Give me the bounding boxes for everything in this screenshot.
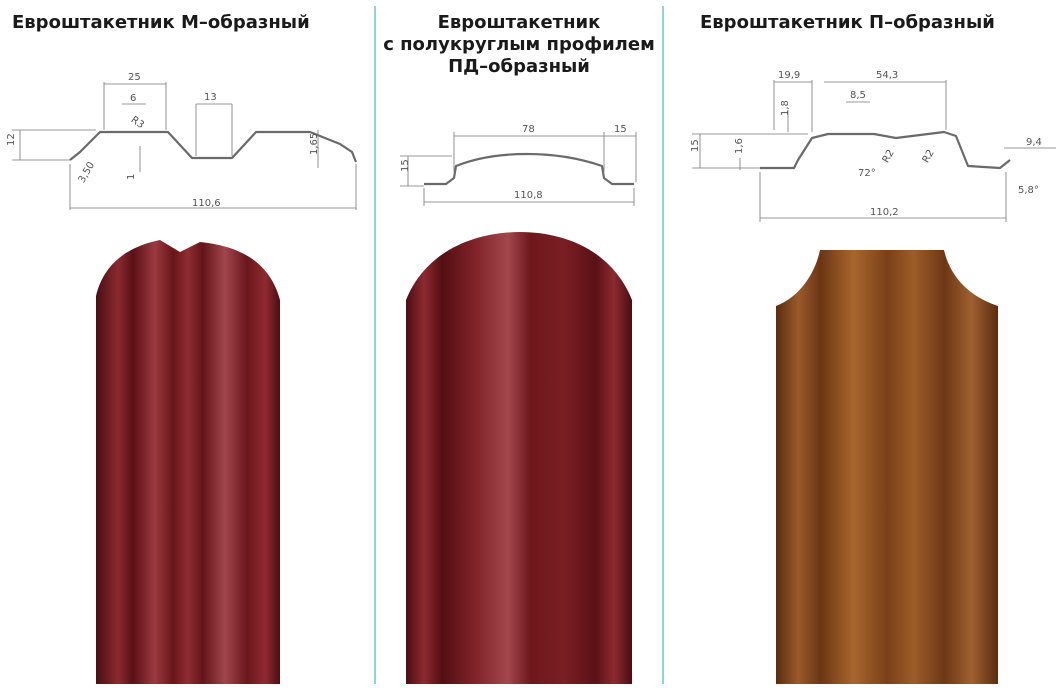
dim-gap: 13: [204, 92, 217, 103]
product-m-shaped: Евроштакетник М–образный 25 6 R3 13 12 1…: [0, 0, 374, 697]
pd-profile-drawing: 78 15 15 110,8: [400, 124, 637, 206]
dim-inner: 1: [126, 174, 137, 180]
dim-top: 6: [130, 93, 136, 104]
p-picket-image: [776, 250, 998, 684]
dim-flange: 9,4: [1026, 137, 1042, 148]
product-title: Евроштакетник М–образный: [12, 12, 310, 33]
dim-angle: 72°: [858, 168, 876, 179]
dim-flange: 15: [614, 124, 627, 135]
dim-middle: 54,3: [876, 70, 898, 81]
dim-edge: 1,65: [309, 133, 320, 155]
p-profile-drawing: 19,9 54,3 8,5 1,8 15 1,6 72° R2 R2 9,4 5…: [690, 70, 1056, 222]
dim-total: 110,6: [192, 198, 221, 209]
m-profile-drawing: 25 6 R3 13 12 1,65 1 3,50 110,6: [6, 72, 358, 210]
dim-height: 12: [6, 133, 17, 146]
product-title: Евроштакетник П–образный: [700, 12, 995, 33]
dim-arc: 78: [522, 124, 535, 135]
dim-total: 110,2: [870, 207, 899, 218]
dim-height: 15: [400, 159, 411, 172]
dim-height: 15: [690, 139, 701, 152]
dim-width: 25: [128, 72, 141, 83]
dim-step: 1,6: [734, 138, 745, 154]
product-p-shaped: Евроштакетник П–образный 19,9 54,3 8,5 1…: [664, 0, 1056, 697]
dim-center: 8,5: [850, 90, 866, 101]
m-picket-image: [96, 240, 280, 684]
dim-bevel: 5,8°: [1018, 185, 1039, 196]
column-divider: [662, 6, 664, 684]
product-pd-shaped: Евроштакетник с полукруглым профилем ПД–…: [376, 0, 662, 697]
dim-rib: 1,8: [780, 100, 791, 116]
pd-picket-image: [406, 232, 632, 684]
product-title: Евроштакетник с полукруглым профилем ПД–…: [383, 12, 655, 77]
dim-left: 19,9: [778, 70, 800, 81]
dim-total: 110,8: [514, 190, 543, 201]
column-divider: [374, 6, 376, 684]
